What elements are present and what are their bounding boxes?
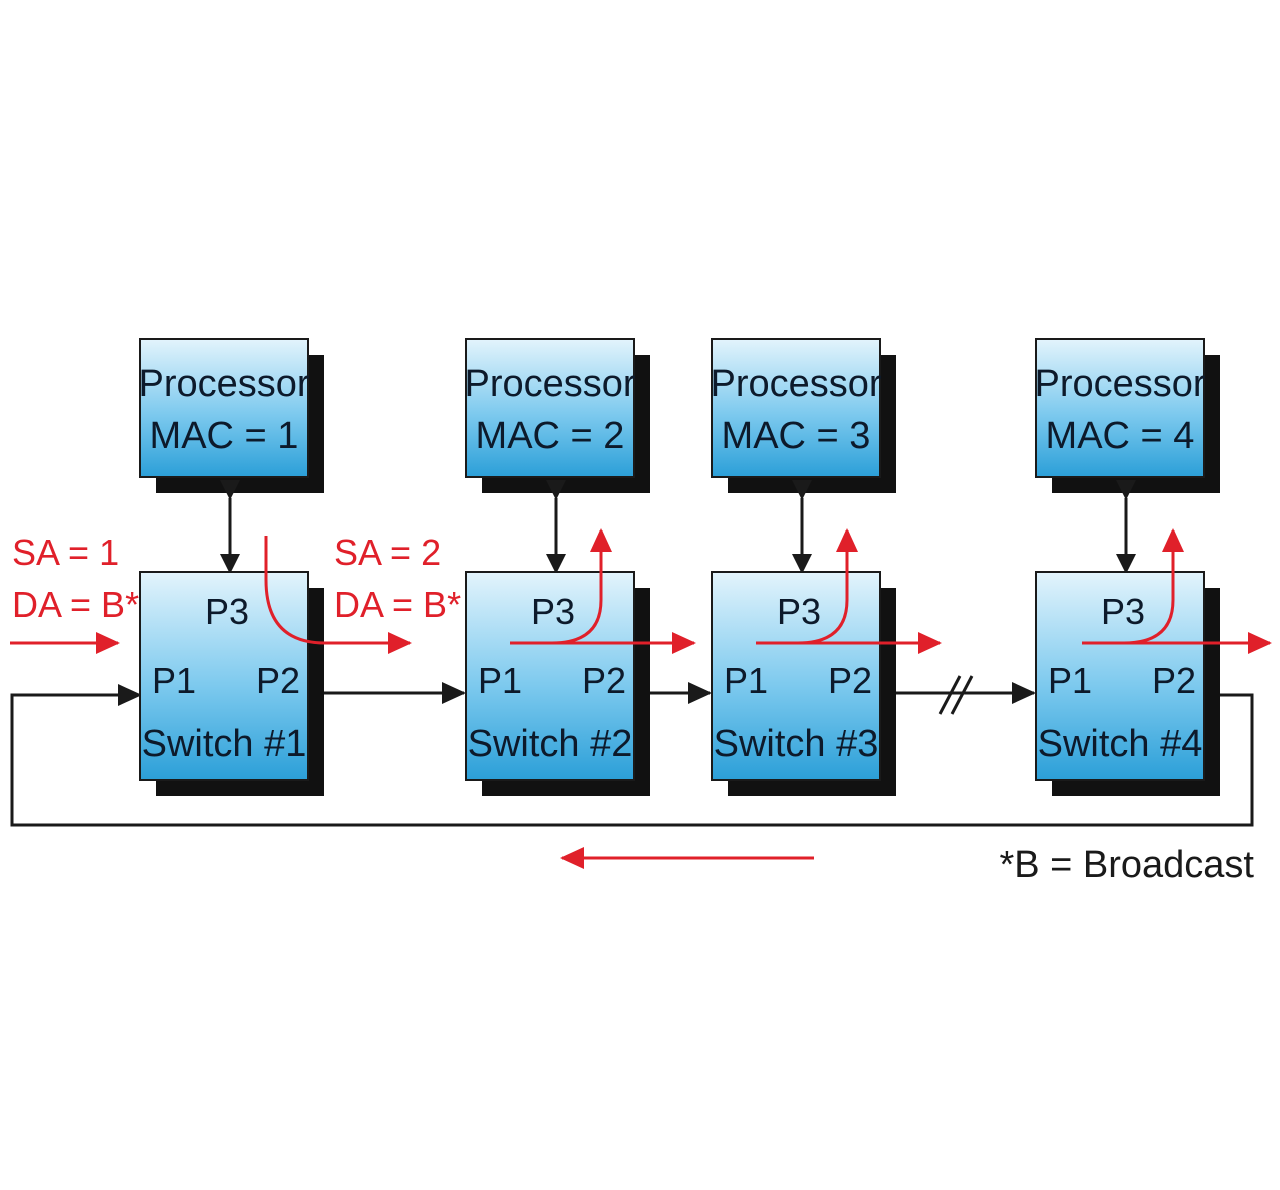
processor-2: Processor MAC = 2	[464, 338, 650, 493]
processor-mac: MAC = 3	[722, 415, 871, 457]
link-break-mark	[938, 675, 974, 715]
processor-title: Processor	[138, 363, 309, 405]
processor-3: Processor MAC = 3	[710, 338, 896, 493]
processor-title: Processor	[710, 363, 881, 405]
processor-title: Processor	[464, 363, 635, 405]
port-p1-label: P1	[152, 660, 196, 701]
frame-up-to-processor-4	[1123, 528, 1184, 645]
broadcast-footnote: *B = Broadcast	[999, 844, 1254, 886]
processor-mac: MAC = 4	[1046, 415, 1195, 457]
port-p2-label: P2	[256, 660, 300, 701]
port-p1-label: P1	[724, 660, 768, 701]
processor-mac: MAC = 1	[150, 415, 299, 457]
switch-2: P3 P1 P2 Switch #2	[465, 571, 650, 796]
port-p1-label: P1	[478, 660, 522, 701]
frame2-dest-address: DA = B*	[334, 584, 461, 625]
frame-up-to-processor-3	[797, 528, 858, 645]
frame1-dest-address: DA = B*	[12, 584, 139, 625]
port-p2-label: P2	[582, 660, 626, 701]
processor-4: Processor MAC = 4	[1034, 338, 1220, 493]
switch-3: P3 P1 P2 Switch #3	[711, 571, 896, 796]
switch-4: P3 P1 P2 Switch #4	[1035, 571, 1220, 796]
frame-from-processor-1	[264, 536, 412, 654]
switch-name: Switch #4	[1038, 723, 1203, 765]
frame-up-to-processor-2	[551, 528, 612, 645]
switch-name: Switch #2	[468, 723, 633, 765]
switch-name: Switch #1	[142, 723, 307, 765]
port-p2-label: P2	[828, 660, 872, 701]
port-p3-label: P3	[531, 591, 575, 632]
port-p2-label: P2	[1152, 660, 1196, 701]
port-p3-label: P3	[777, 591, 821, 632]
port-p1-label: P1	[1048, 660, 1092, 701]
frame2-source-address: SA = 2	[334, 532, 441, 573]
switch-1: P3 P1 P2 Switch #1	[139, 571, 324, 796]
processor-switch-links	[220, 480, 1136, 574]
processor-1: Processor MAC = 1	[138, 338, 324, 493]
processor-title: Processor	[1034, 363, 1205, 405]
ring-return-link	[10, 684, 1254, 827]
switch-name: Switch #3	[714, 723, 879, 765]
frame1-source-address: SA = 1	[12, 532, 119, 573]
port-p3-label: P3	[1101, 591, 1145, 632]
processor-mac: MAC = 2	[476, 415, 625, 457]
port-p3-label: P3	[205, 591, 249, 632]
frame-flow	[10, 528, 1272, 869]
